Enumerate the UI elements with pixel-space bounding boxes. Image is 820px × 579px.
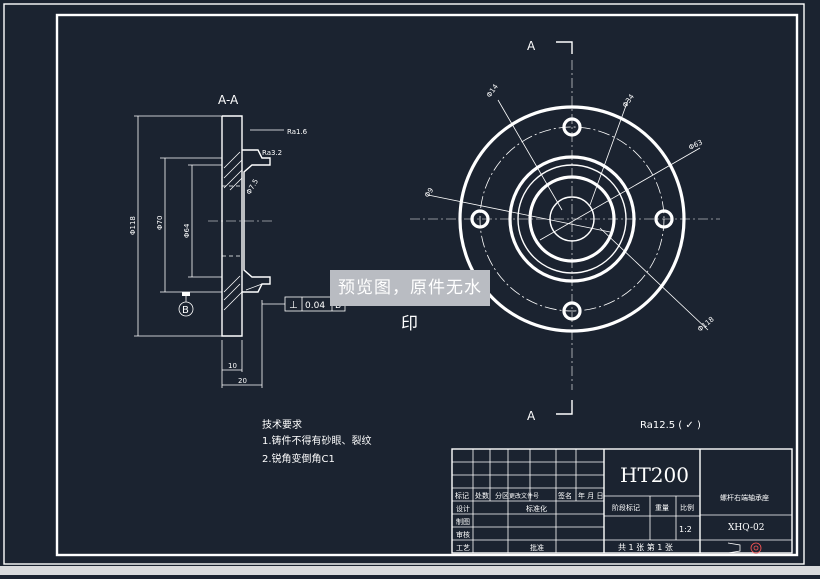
dim-width-10: 10 xyxy=(228,362,237,370)
tb-stage: 阶段标记 xyxy=(612,503,640,512)
projection-symbol-icon xyxy=(727,542,762,554)
tb-material: HT200 xyxy=(620,463,689,487)
tb-sheet-info: 共 1 张 第 1 张 xyxy=(618,542,673,552)
plan-view: A A Φ14 Φ34 Φ63 Φ9 Φ118 xyxy=(410,39,720,423)
dim-d64: Φ64 xyxy=(183,223,191,238)
tech-item-2: 2.锐角变倒角C1 xyxy=(262,452,335,465)
roughness-1-6: Ra1.6 xyxy=(287,128,308,136)
bolt-hole-bottom xyxy=(562,301,582,321)
bolt-circle xyxy=(479,126,665,312)
tech-title: 技术要求 xyxy=(262,418,302,431)
roughness-3-2: Ra3.2 xyxy=(262,149,282,157)
inner-frame xyxy=(55,13,799,557)
tb-col-sign: 签名 xyxy=(558,491,572,500)
tb-approve: 批准 xyxy=(530,543,544,552)
tb-row-design: 设计 xyxy=(456,504,470,513)
tb-col-count: 处数 xyxy=(475,491,489,500)
tb-col-date: 年 月 日 xyxy=(578,491,603,500)
tb-scale-label: 比例 xyxy=(680,503,694,512)
svg-text:⊥: ⊥ xyxy=(289,300,298,311)
tb-row-check: 审核 xyxy=(456,530,470,539)
bolt-hole-right xyxy=(654,209,674,229)
dim-d118-section: Φ118 xyxy=(129,216,137,235)
tb-col-mark: 标记 xyxy=(455,491,469,500)
tb-col-doc: 更改文件号 xyxy=(509,492,539,500)
outer-flange-circle xyxy=(458,105,686,333)
svg-text:B: B xyxy=(335,301,341,311)
general-roughness: Ra12.5 ( ✓ ) xyxy=(640,420,701,431)
svg-text:0.04: 0.04 xyxy=(305,301,325,311)
outer-frame xyxy=(3,3,805,565)
datum-label: B xyxy=(182,305,189,316)
status-bar xyxy=(0,566,820,575)
watermark: 预览图，原件无水印 xyxy=(330,270,490,334)
tb-row-draw: 制图 xyxy=(456,517,470,526)
view-label-bottom: A xyxy=(527,409,536,423)
tech-requirements: 技术要求 1.铸件不得有砂眼、裂纹 2.锐角变倒角C1 xyxy=(262,418,372,465)
tb-standardize: 标准化 xyxy=(526,504,547,513)
title-block: 标记 处数 分区 更改文件号 签名 年 月 日 设计 制图 审核 工艺 标准化 … xyxy=(451,448,793,554)
tb-row-process: 工艺 xyxy=(456,544,470,552)
dim-width-20: 20 xyxy=(238,377,247,385)
bolt-hole-top xyxy=(562,117,582,137)
bolt-hole-left xyxy=(470,209,490,229)
tech-item-1: 1.铸件不得有砂眼、裂纹 xyxy=(262,434,372,447)
section-label: A-A xyxy=(218,93,239,107)
tb-part-name: 螺杆右端轴承座 xyxy=(720,493,769,502)
dim-d70: Φ70 xyxy=(156,216,164,230)
tb-drawing-no: XHQ-02 xyxy=(728,523,764,533)
tb-col-zone: 分区 xyxy=(495,491,509,500)
tb-weight: 重量 xyxy=(655,504,669,512)
view-label-top: A xyxy=(527,39,536,53)
tb-scale-value: 1:2 xyxy=(679,525,692,534)
